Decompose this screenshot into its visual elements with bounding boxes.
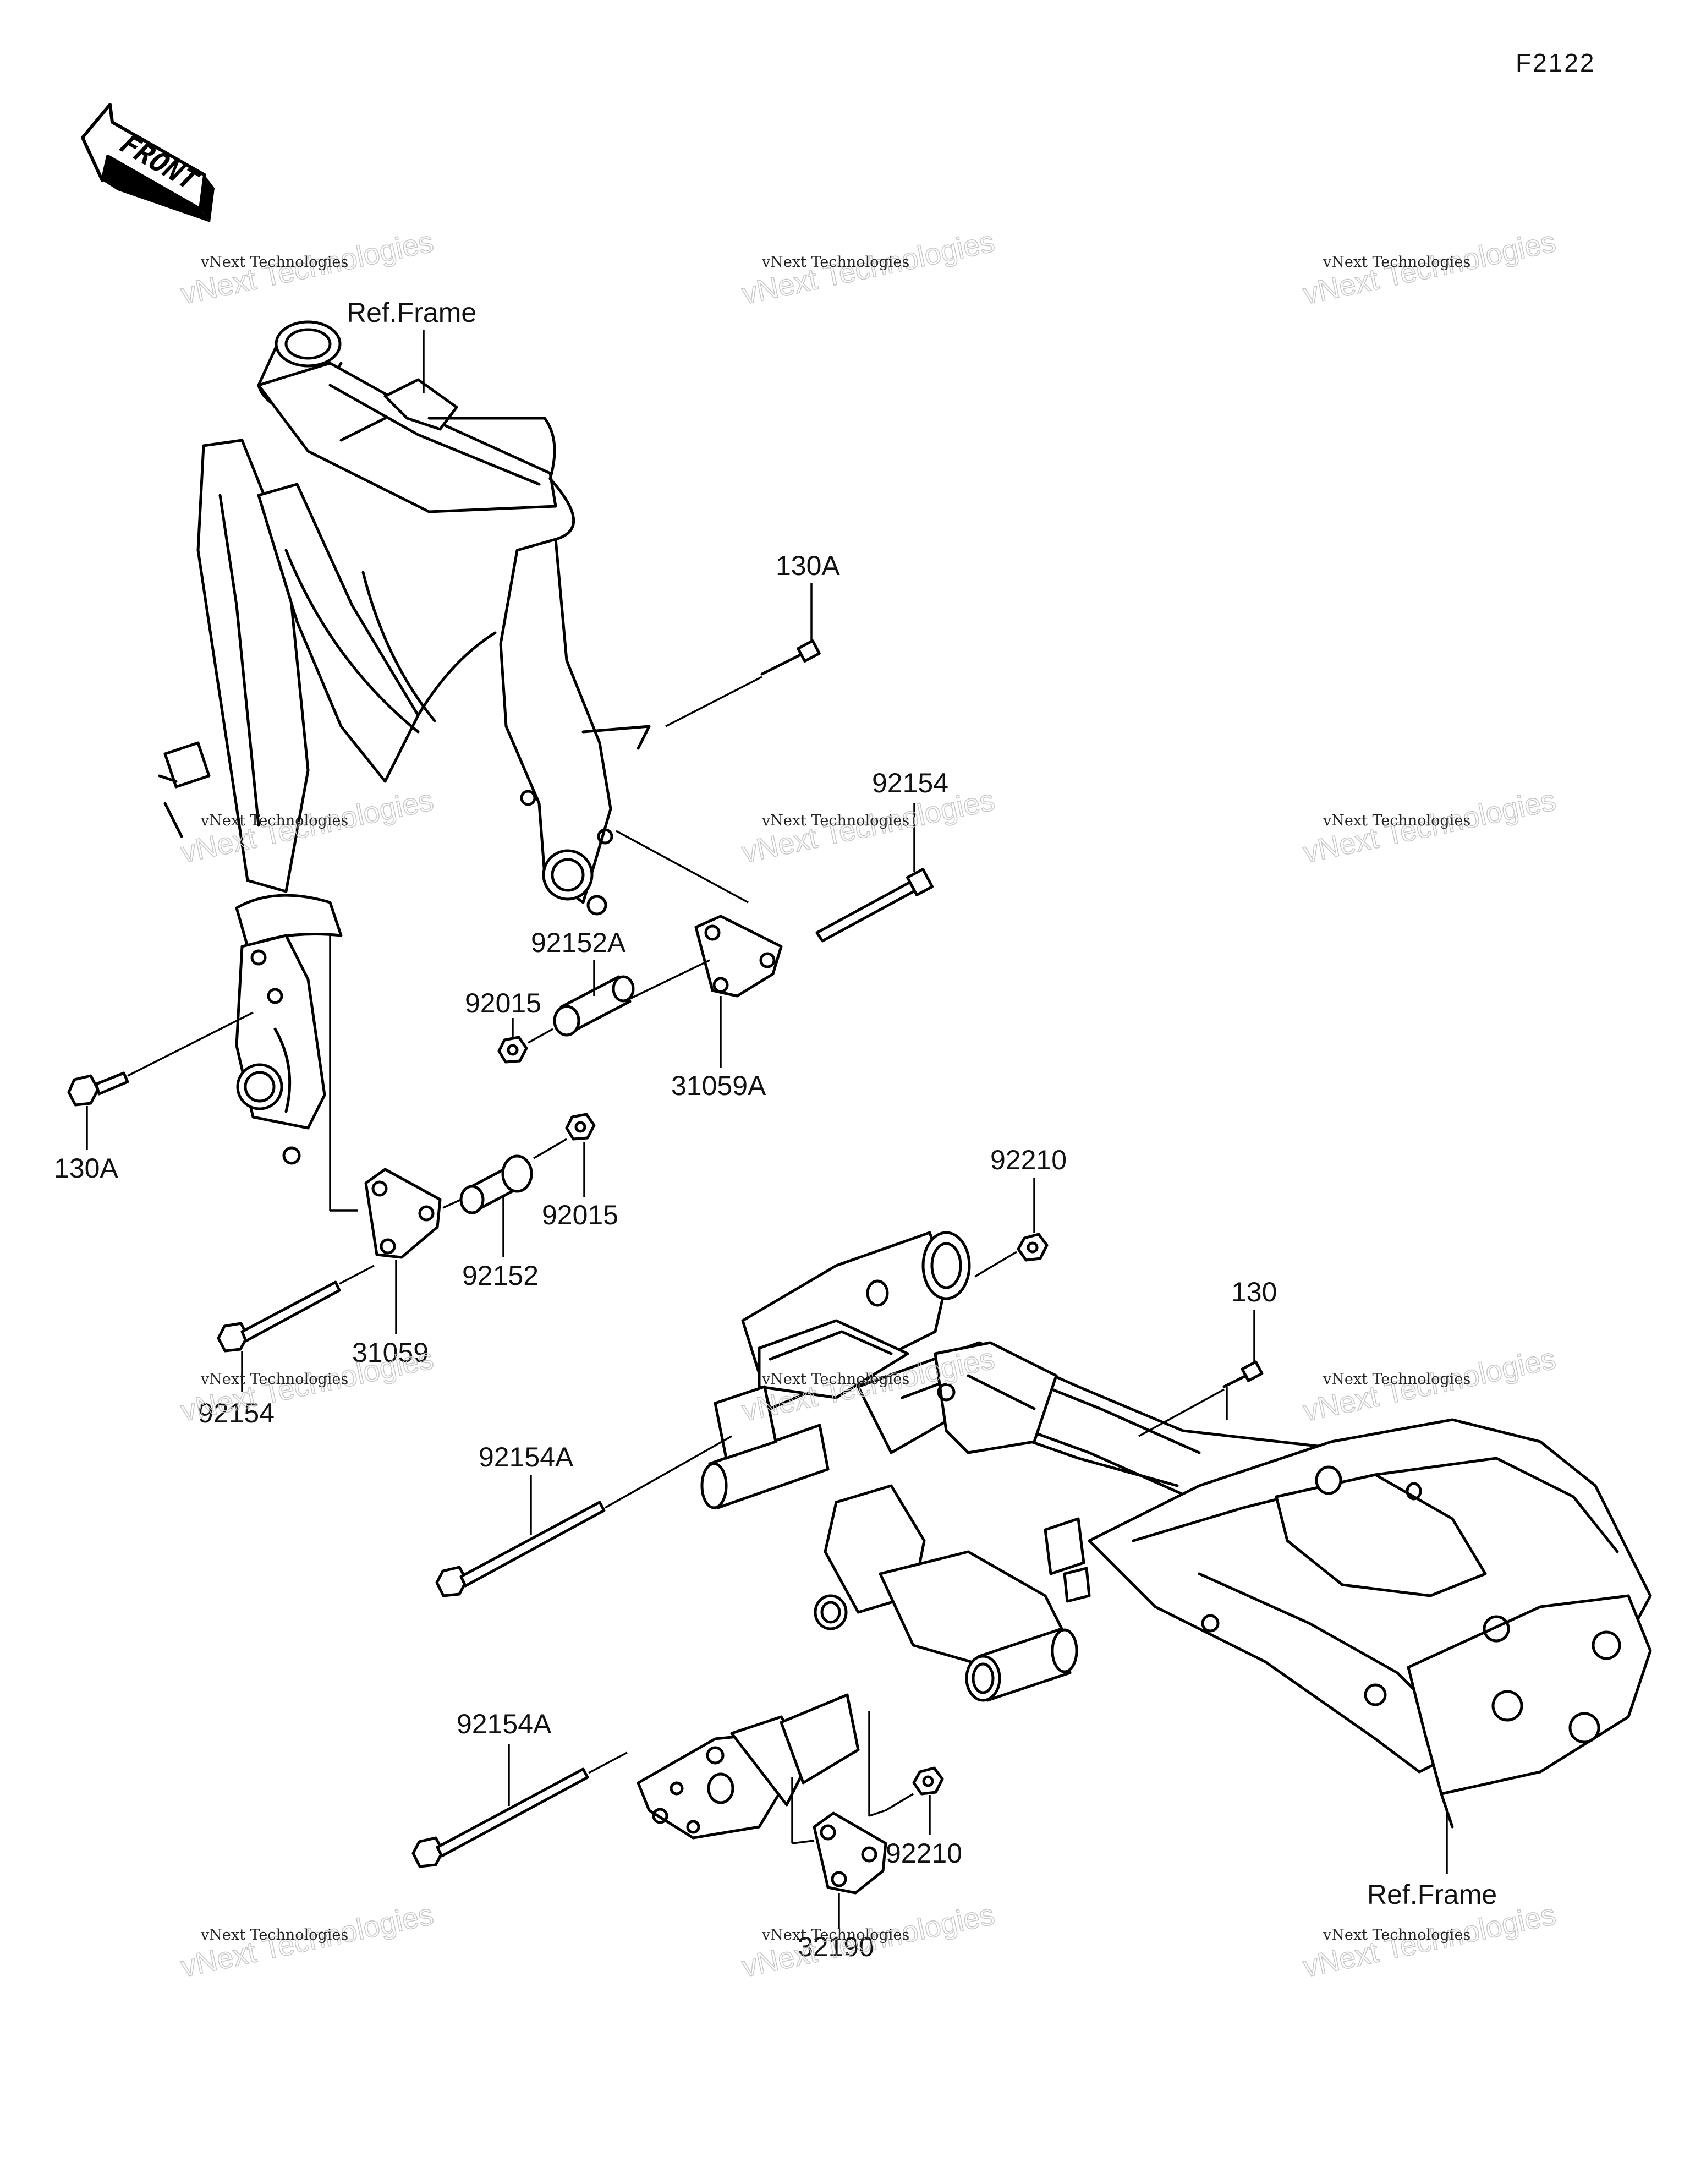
leader-line bbox=[885, 1793, 914, 1811]
ref-frame-label-top: Ref.Frame bbox=[347, 297, 476, 328]
leader-line bbox=[533, 1138, 567, 1159]
bolt-130A-top bbox=[665, 583, 821, 727]
leader-line bbox=[339, 1265, 375, 1285]
leader-line bbox=[127, 1011, 254, 1077]
part-label-92154A-bottom: 92154A bbox=[457, 1709, 552, 1739]
leader-line bbox=[792, 1840, 815, 1844]
watermark-front: vNext Technologies bbox=[1323, 1371, 1470, 1388]
nut-92015-a bbox=[497, 1018, 553, 1064]
leader-line bbox=[869, 1809, 886, 1817]
watermark-front: vNext Technologies bbox=[1323, 812, 1470, 829]
bolt-92154-top bbox=[815, 803, 934, 943]
part-label-130A-left: 130A bbox=[54, 1153, 118, 1184]
bracket-31059 bbox=[364, 1168, 442, 1334]
ref-frame-label-bottom: Ref.Frame bbox=[1367, 1879, 1497, 1910]
part-label-92210-top: 92210 bbox=[990, 1145, 1067, 1175]
nut-92210-top bbox=[974, 1178, 1049, 1278]
front-frame-section bbox=[158, 320, 651, 1165]
leader-line bbox=[588, 1751, 628, 1774]
watermark-front: vNext Technologies bbox=[200, 254, 348, 271]
bolt-130A-left bbox=[67, 1011, 254, 1150]
watermark-front: vNext Technologies bbox=[200, 1926, 348, 1944]
collar-92152A bbox=[553, 959, 710, 1037]
part-label-130A-top: 130A bbox=[776, 550, 840, 581]
part-label-92210-bottom: 92210 bbox=[886, 1838, 962, 1869]
bolt-92154-left bbox=[217, 1265, 375, 1392]
front-arrow-icon: FRONT bbox=[81, 103, 215, 222]
diagram-code: F2122 bbox=[1516, 48, 1595, 77]
part-label-32190: 32190 bbox=[798, 1931, 874, 1962]
part-label-31059: 31059 bbox=[352, 1337, 429, 1368]
bracket-31059A bbox=[616, 830, 783, 1068]
watermark-front: vNext Technologies bbox=[761, 254, 909, 271]
watermark-front: vNext Technologies bbox=[1323, 1926, 1470, 1944]
nut-92015-b bbox=[533, 1113, 596, 1197]
watermark-front: vNext Technologies bbox=[761, 1926, 909, 1944]
leader-line bbox=[442, 1198, 462, 1209]
leader-line bbox=[528, 1028, 553, 1044]
part-label-92154A-top: 92154A bbox=[479, 1442, 574, 1473]
bolt-130 bbox=[1138, 1310, 1264, 1437]
leader-line bbox=[974, 1251, 1017, 1278]
watermark-front: vNext Technologies bbox=[200, 812, 348, 829]
nut-92210-bottom bbox=[885, 1766, 944, 1835]
leader-line bbox=[629, 959, 710, 1000]
part-label-92152: 92152 bbox=[462, 1260, 539, 1291]
leader-line bbox=[616, 830, 749, 904]
watermark-front: vNext Technologies bbox=[200, 1371, 348, 1388]
collar-92152 bbox=[442, 1154, 533, 1257]
part-label-92154-top: 92154 bbox=[872, 768, 948, 798]
watermark-front: vNext Technologies bbox=[761, 1371, 909, 1388]
bracket-32190 bbox=[791, 1711, 887, 1929]
leader-line bbox=[605, 1435, 732, 1509]
leader-line bbox=[665, 676, 762, 727]
watermark-front: vNext Technologies bbox=[1323, 254, 1470, 271]
part-label-130: 130 bbox=[1231, 1277, 1277, 1307]
part-label-92015-b: 92015 bbox=[542, 1200, 618, 1230]
rear-frame-section bbox=[637, 1231, 1652, 1840]
part-label-92015-a: 92015 bbox=[465, 988, 541, 1019]
bolt-92154A-bottom bbox=[411, 1744, 628, 1868]
part-label-92154-left: 92154 bbox=[198, 1398, 275, 1428]
leader-line bbox=[1138, 1388, 1225, 1437]
bolt-92154A-top bbox=[435, 1435, 732, 1597]
part-label-92152A: 92152A bbox=[531, 927, 626, 958]
watermark-front: vNext Technologies bbox=[761, 812, 909, 829]
part-label-31059A: 31059A bbox=[671, 1070, 766, 1101]
